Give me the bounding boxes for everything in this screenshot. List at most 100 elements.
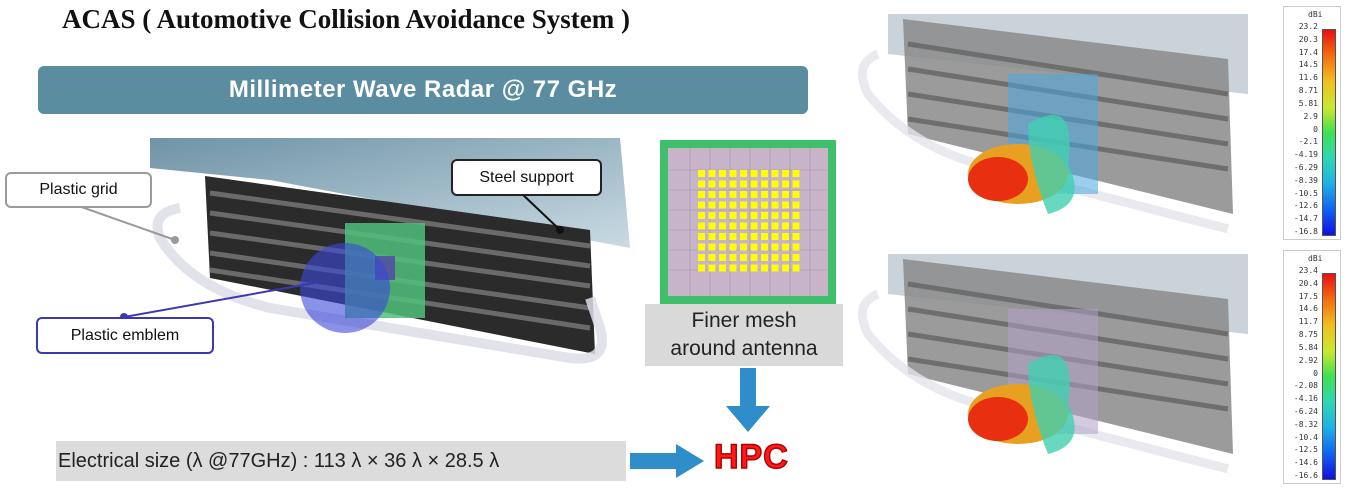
antenna-patch	[761, 201, 768, 209]
antenna-patch	[719, 264, 726, 272]
antenna-patch	[792, 254, 800, 261]
antenna-patch	[708, 264, 716, 272]
antenna-patch	[740, 243, 747, 251]
antenna-patch	[729, 264, 737, 272]
colorbar-gradient	[1322, 29, 1336, 236]
antenna-patch	[782, 243, 789, 251]
colorbar-tick-label: 2.92	[1298, 355, 1318, 365]
antenna-patch	[729, 212, 737, 219]
antenna-patch	[782, 191, 789, 198]
antenna-patch	[719, 243, 726, 251]
antenna-patch	[761, 243, 768, 251]
colorbar-tick-label: -10.4	[1293, 432, 1318, 442]
colorbar-tick-label: 20.4	[1298, 278, 1318, 288]
colorbar-tick-label: 0	[1313, 368, 1318, 378]
antenna-patch	[719, 201, 726, 209]
antenna-patch	[698, 212, 705, 219]
antenna-patch	[761, 170, 768, 177]
antenna-patch	[761, 180, 768, 188]
antenna-patch	[729, 180, 737, 188]
antenna-patch	[708, 243, 716, 251]
antenna-patch	[782, 254, 789, 261]
antenna-patch	[729, 191, 737, 198]
colorbar-tick-label: 8.75	[1298, 330, 1318, 340]
antenna-patch	[750, 233, 758, 240]
antenna-patch	[708, 170, 716, 177]
antenna-patch	[740, 201, 747, 209]
antenna-patch	[729, 233, 737, 240]
antenna-patch	[719, 180, 726, 188]
antenna-patch	[761, 222, 768, 230]
section-banner: Millimeter Wave Radar @ 77 GHz	[38, 66, 808, 114]
antenna-patch	[771, 201, 779, 209]
antenna-patch	[708, 201, 716, 209]
antenna-patch	[708, 254, 716, 261]
antenna-patch	[719, 254, 726, 261]
antenna-patch	[698, 180, 705, 188]
colorbar-tick-label: -2.08	[1293, 381, 1318, 391]
antenna-patch	[740, 222, 747, 230]
colorbar-tick-label: 11.7	[1298, 317, 1318, 327]
antenna-mesh-image	[660, 140, 836, 304]
colorbar-tick-label: 5.81	[1298, 98, 1318, 108]
antenna-patch	[792, 264, 800, 272]
antenna-patch	[719, 170, 726, 177]
antenna-patch	[782, 180, 789, 188]
antenna-patch	[708, 180, 716, 188]
antenna-patch	[740, 180, 747, 188]
antenna-patch	[750, 264, 758, 272]
antenna-patch	[708, 222, 716, 230]
colorbar-tick-label: 14.6	[1298, 304, 1318, 314]
antenna-patch	[771, 212, 779, 219]
colorbar-tick-label: 17.5	[1298, 291, 1318, 301]
radiation-pattern-bottom	[848, 254, 1260, 480]
colorbar-tick-label: -10.5	[1293, 188, 1318, 198]
antenna-patch	[792, 180, 800, 188]
antenna-patch	[761, 212, 768, 219]
antenna-patch	[792, 243, 800, 251]
colorbar-tick-label: -16.6	[1293, 471, 1318, 480]
antenna-patch	[792, 201, 800, 209]
colorbar-tick-label: 20.3	[1298, 34, 1318, 44]
antenna-patch	[698, 233, 705, 240]
antenna-patch	[740, 170, 747, 177]
antenna-patch	[792, 233, 800, 240]
antenna-patch	[792, 191, 800, 198]
antenna-patch	[761, 264, 768, 272]
antenna-patch	[719, 222, 726, 230]
antenna-patch	[782, 233, 789, 240]
antenna-patch	[719, 212, 726, 219]
antenna-patch	[750, 201, 758, 209]
colorbar-tick-label: 14.5	[1298, 60, 1318, 70]
antenna-patch	[771, 222, 779, 230]
colorbar-gradient	[1322, 273, 1336, 480]
antenna-patch	[729, 243, 737, 251]
plastic-emblem-label: Plastic emblem	[36, 317, 214, 354]
antenna-patch-array	[698, 170, 800, 272]
antenna-patch	[761, 233, 768, 240]
colorbar-tick-label: 8.71	[1298, 86, 1318, 96]
antenna-patch	[719, 233, 726, 240]
antenna-patch	[750, 191, 758, 198]
colorbar-tick-label: -6.24	[1293, 406, 1318, 416]
plastic-emblem-shape	[300, 243, 390, 333]
antenna-patch	[740, 233, 747, 240]
antenna-patch	[750, 180, 758, 188]
electrical-size-text: Electrical size (λ @77GHz) : 113 λ × 36 …	[56, 441, 626, 481]
colorbar-tick-label: 17.4	[1298, 47, 1318, 57]
antenna-patch	[792, 212, 800, 219]
colorbar-tick-label: -14.6	[1293, 458, 1318, 468]
down-arrow-icon	[726, 368, 770, 432]
radiation-pattern-top	[848, 14, 1260, 239]
antenna-patch	[740, 212, 747, 219]
antenna-patch	[792, 170, 800, 177]
colorbar-unit: dBi	[1308, 10, 1323, 19]
colorbar-tick-label: -12.6	[1293, 201, 1318, 211]
antenna-patch	[771, 180, 779, 188]
antenna-patch	[729, 254, 737, 261]
colorbar-tick-label: 23.4	[1298, 266, 1318, 275]
antenna-patch	[750, 254, 758, 261]
colorbar-tick-label: -4.19	[1293, 150, 1318, 160]
